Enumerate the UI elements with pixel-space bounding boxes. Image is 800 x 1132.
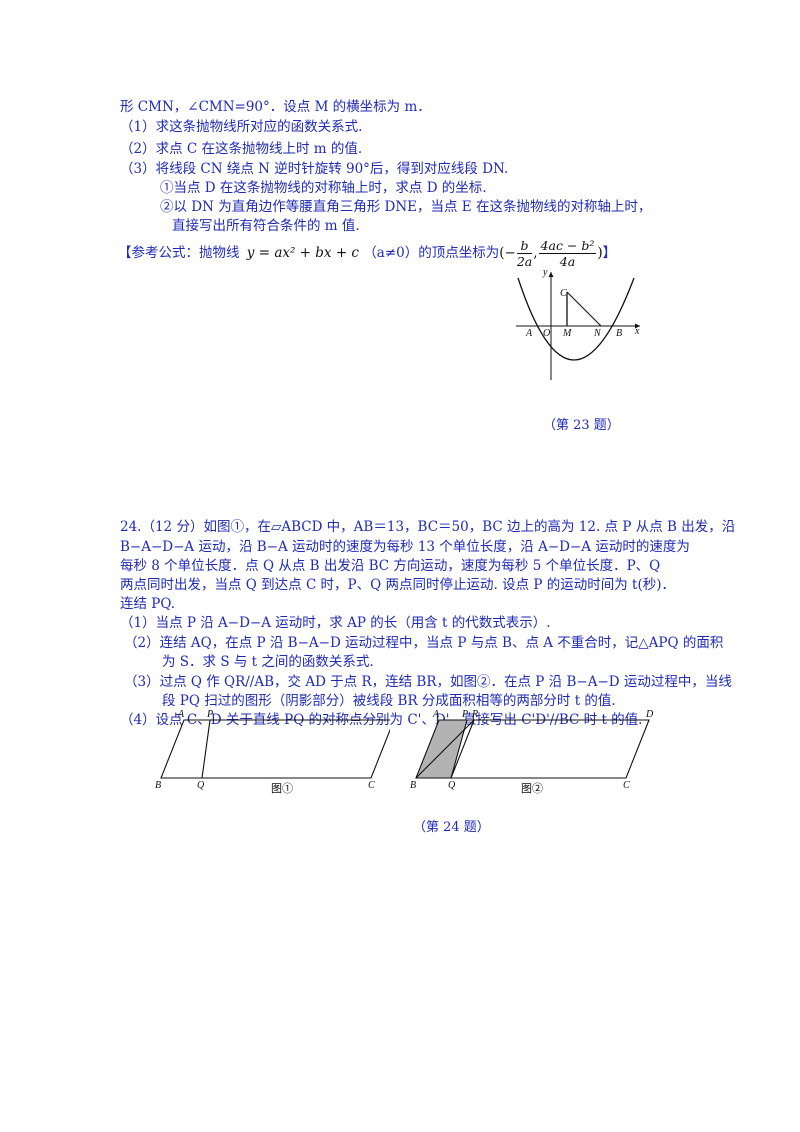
parabola-curve <box>517 277 635 361</box>
label-y: y <box>542 267 548 278</box>
fig2-label-a: A <box>432 709 440 720</box>
fig1-label-p: P <box>206 709 213 720</box>
q24-part3-line1: （3）过点 Q 作 QR//AB，交 AD 于点 R，连结 BR，如图②．在点 … <box>124 674 732 690</box>
fig2-label-d: D <box>645 709 654 720</box>
q24-part3-line2: 段 PQ 扫过的图形（阴影部分）被线段 BR 分成面积相等的两部分时 t 的值. <box>162 693 616 709</box>
formula-comma: , <box>533 245 538 261</box>
fig1-label-a: A <box>177 709 185 720</box>
label-m: M <box>562 328 572 339</box>
fig2-caption: 图② <box>521 782 543 795</box>
fig2-label-b: B <box>410 780 416 791</box>
formula-prefix: 【参考公式：抛物线 <box>118 245 240 261</box>
formula-frac-1-num: b <box>516 238 533 254</box>
segment-br <box>415 719 475 779</box>
segment-qr <box>450 719 475 779</box>
q24-line3: 每秒 8 个单位长度．点 Q 从点 B 出发沿 BC 方向运动，速度为每秒 5 … <box>120 558 661 574</box>
parallelogram-abcd-2 <box>415 719 650 779</box>
formula-frac-1-den: 2a <box>516 254 533 269</box>
q24-line4: 两点同时出发，当点 Q 到达点 C 时，P、Q 两点同时停止运动. 设点 P 的… <box>120 577 676 593</box>
fig1-label-q: Q <box>197 780 205 791</box>
q24-part2-line2: 为 S．求 S 与 t 之间的函数关系式. <box>162 654 374 670</box>
label-c: C <box>560 288 567 299</box>
fig1-label-b: B <box>155 780 161 791</box>
q23-part2: （2）求点 C 在这条抛物线上时 m 的值. <box>120 141 363 157</box>
label-n: N <box>593 328 602 339</box>
formula-frac-2-den: 4a <box>559 254 576 269</box>
q24-figure-1: A P D B Q C <box>155 709 390 791</box>
segment-pq-1 <box>201 719 211 779</box>
q23-part3-sub1: ①当点 D 在这条抛物线的对称轴上时，求点 D 的坐标. <box>160 180 487 196</box>
fig1-caption: 图① <box>271 782 293 795</box>
q24-figure-2: A P R D B Q C <box>410 709 654 791</box>
q23-part3-sub2-line1: ②以 DN 为直角边作等腰直角三角形 DNE，当点 E 在这条抛物线的对称轴上时… <box>160 199 652 215</box>
shaded-region <box>416 720 467 778</box>
formula-condition: （a≠0）的顶点坐标为 <box>363 245 500 261</box>
formula-frac-2-num: 4ac − b² <box>538 238 597 254</box>
formula-open: (− <box>499 245 516 261</box>
fig2-label-p: P <box>461 709 468 720</box>
q24-part1: （1）当点 P 沿 A−D−A 运动时，求 AP 的长（用含 t 的代数式表示）… <box>120 615 551 631</box>
q24-part2-line1: （2）连结 AQ，在点 P 沿 B−A−D 运动过程中，当点 P 与点 B、点 … <box>124 635 724 651</box>
q24-line5: 连结 PQ. <box>120 596 176 612</box>
formula-end: 】 <box>602 245 617 261</box>
q23-part3-sub2-line2: 直接写出所有符合条件的 m 值. <box>172 218 360 234</box>
q23-parabola-figure: y x O A B C M N <box>516 267 640 380</box>
fig2-label-c: C <box>623 780 630 791</box>
label-a: A <box>525 328 533 339</box>
x-axis-arrow <box>635 323 640 329</box>
q23-intro: 形 CMN，∠CMN=90°．设点 M 的横坐标为 m． <box>120 99 431 115</box>
q24-line2: B−A−D−A 运动，沿 B−A 运动时的速度为每秒 13 个单位长度，沿 A−… <box>120 539 690 555</box>
label-x: x <box>634 326 640 337</box>
q23-part3: （3）将线段 CN 绕点 N 逆时针旋转 90°后，得到对应线段 DN. <box>120 161 509 177</box>
segment-cn <box>566 291 602 327</box>
y-axis-arrow <box>548 272 554 277</box>
fig2-label-r: R <box>471 709 478 720</box>
q23-part1: （1）求这条抛物线所对应的函数关系式. <box>120 119 363 135</box>
formula-close: ) <box>597 245 603 261</box>
q24-line1: 24.（12 分）如图①，在▱ABCD 中，AB＝13，BC＝50，BC 边上的… <box>120 519 736 535</box>
reference-formula: 【参考公式：抛物线 y = ax² + bx + c （a≠0）的顶点坐标为(−… <box>118 233 616 273</box>
q24-caption: （第 24 题） <box>413 820 490 835</box>
label-o: O <box>543 328 550 339</box>
fig2-label-q: Q <box>448 780 456 791</box>
fig1-label-c: C <box>368 780 375 791</box>
formula-equation: y = ax² + bx + c <box>246 245 359 261</box>
parallelogram-abcd-1 <box>160 719 390 779</box>
label-b: B <box>616 328 622 339</box>
q23-caption: （第 23 题） <box>543 418 620 433</box>
